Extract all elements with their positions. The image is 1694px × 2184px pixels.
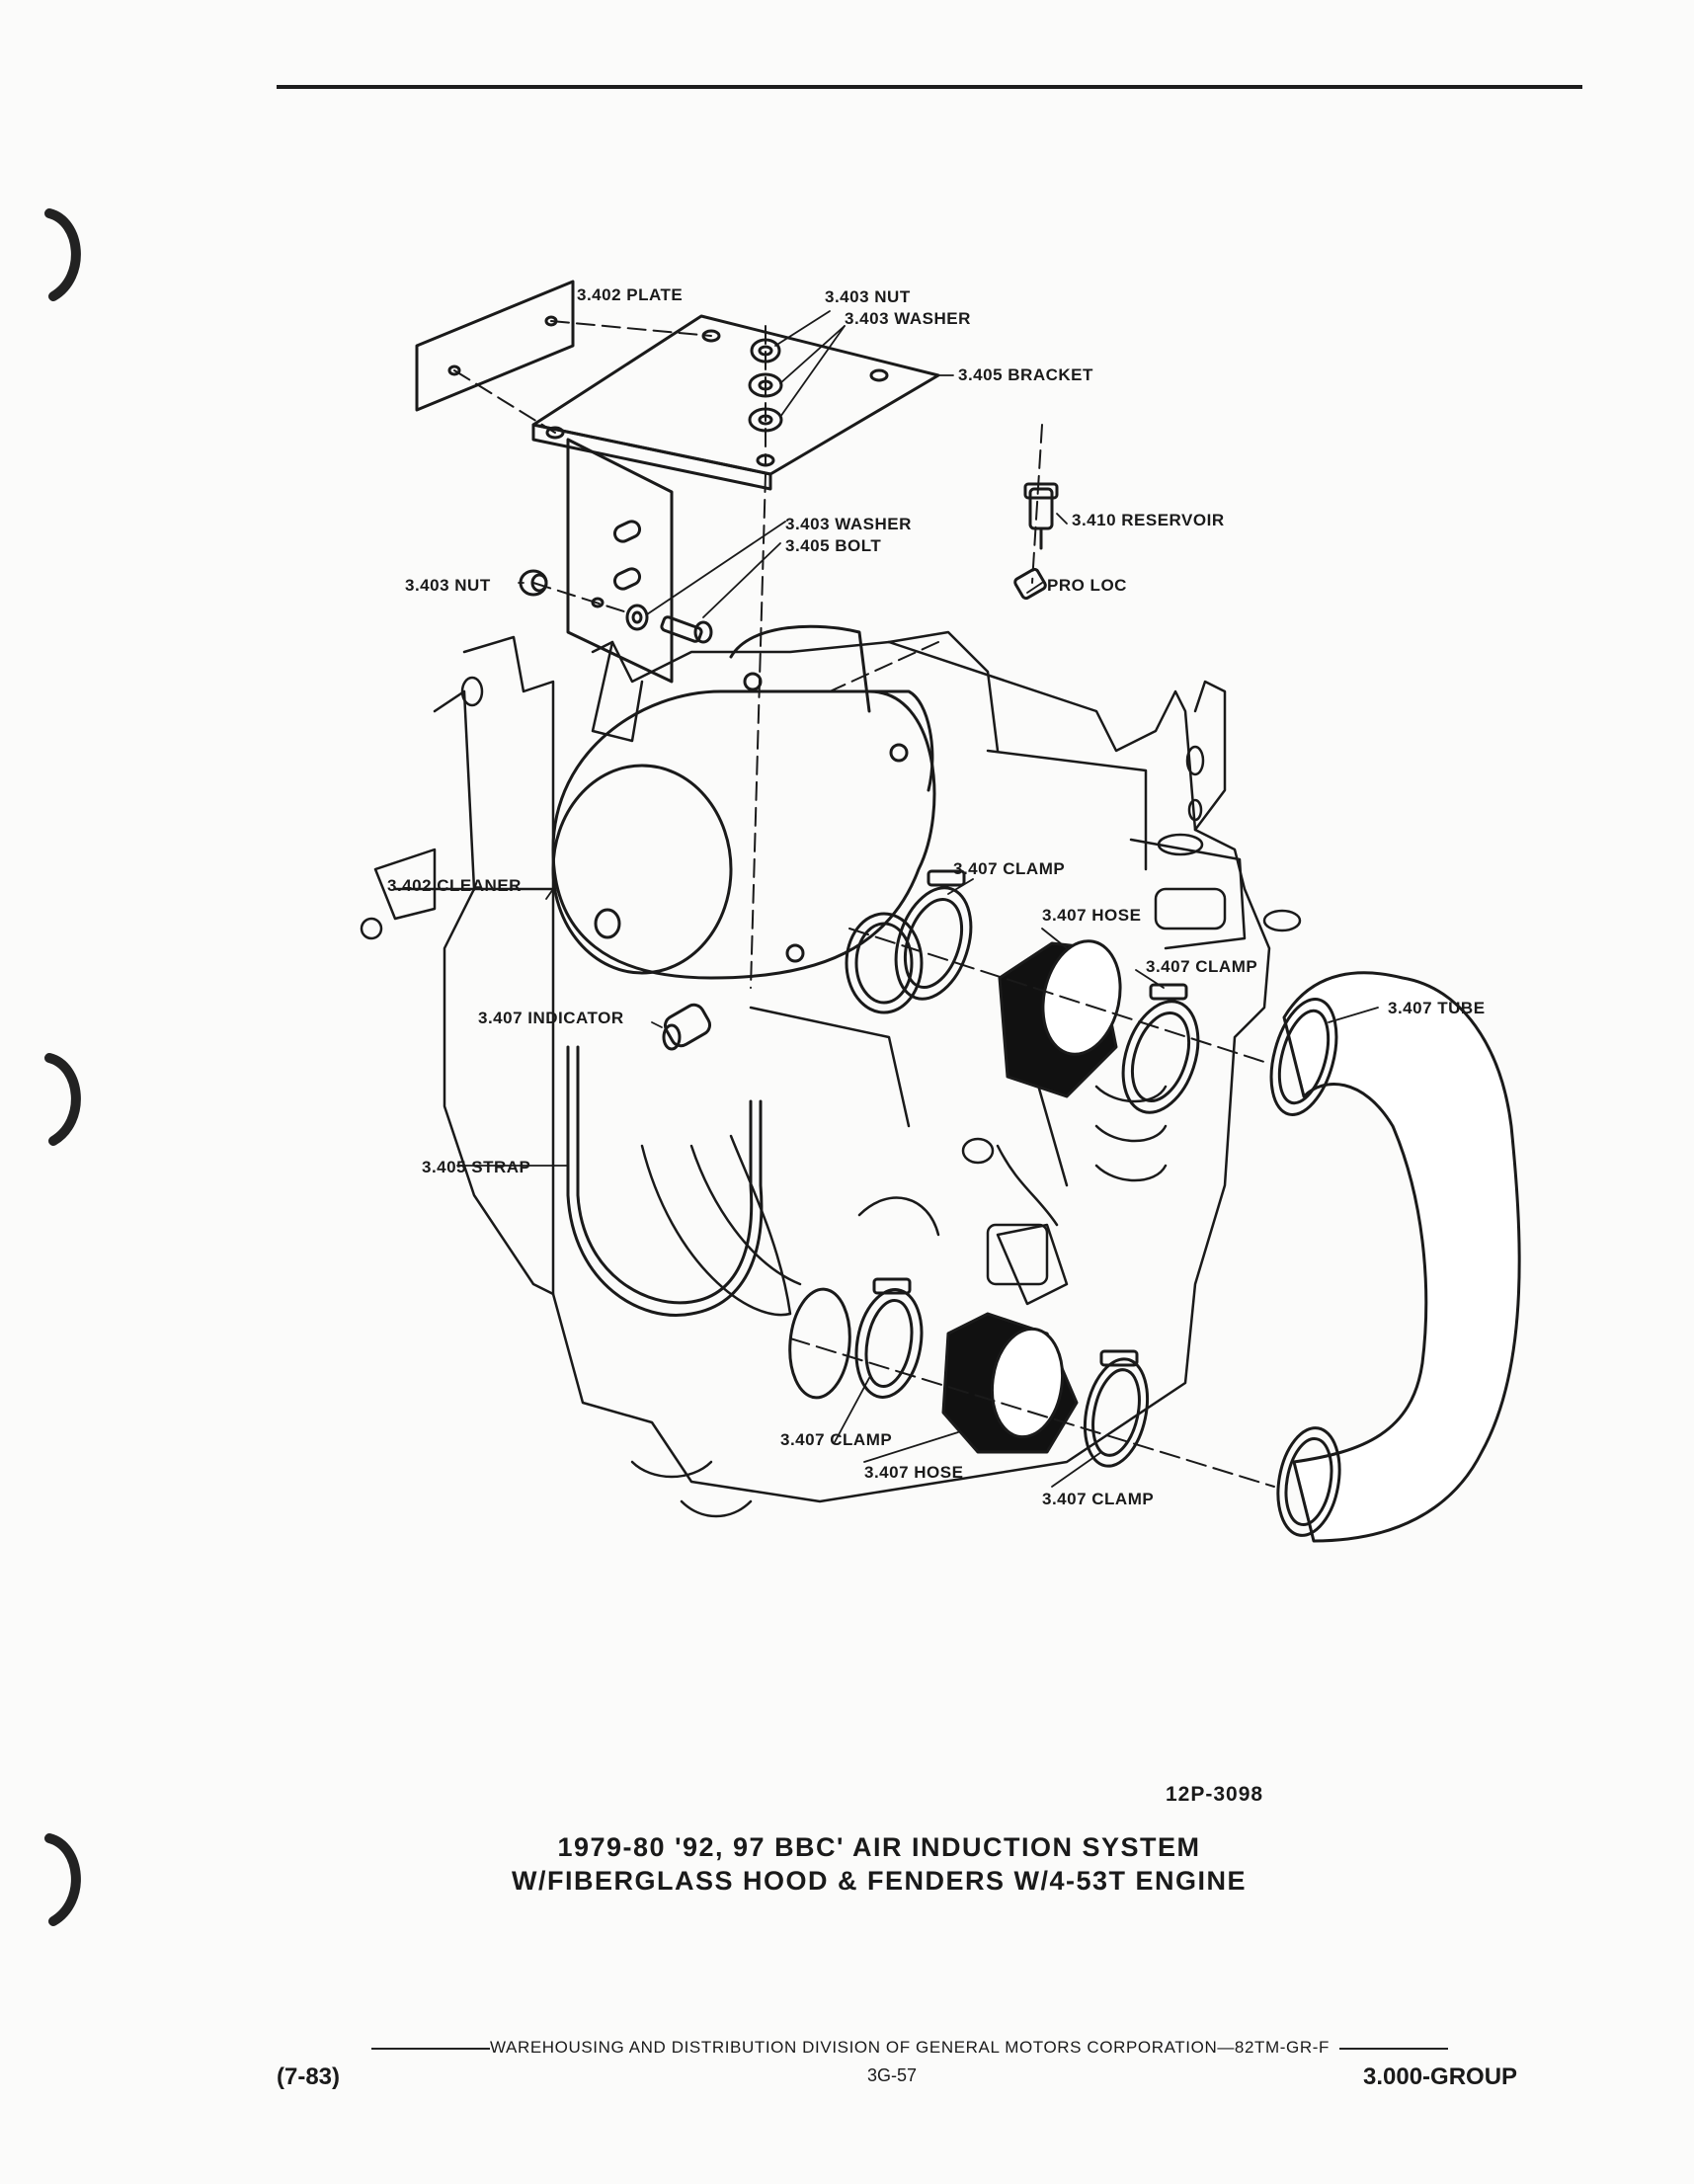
label-bolt: 3.405 BOLT [785, 536, 881, 555]
label-bracket: 3.405 BRACKET [958, 365, 1093, 384]
bracket-part [531, 314, 940, 684]
label-indicator: 3.407 INDICATOR [478, 1009, 624, 1027]
figure-number: 12P-3098 [1166, 1783, 1264, 1806]
label-cleaner: 3.402 CLEANER [387, 876, 522, 895]
label-clamp-4: 3.407 CLAMP [1042, 1490, 1154, 1508]
upper-clamps-hose [894, 869, 1200, 1114]
callout-labels: 3.402 PLATE 3.403 NUT 3.403 WASHER 3.405… [387, 285, 1486, 1508]
label-hose-1: 3.407 HOSE [1042, 906, 1141, 925]
label-hose-2: 3.407 HOSE [864, 1463, 963, 1482]
label-nut-top: 3.403 NUT [825, 287, 911, 306]
figure-caption: 1979-80 '92, 97 BBC' AIR INDUCTION SYSTE… [375, 1830, 1383, 1898]
label-washer-top: 3.403 WASHER [845, 309, 971, 328]
binder-hole-bottom [43, 1832, 91, 1927]
footer-rule-right [1338, 2047, 1448, 2050]
label-nut-left: 3.403 NUT [405, 576, 491, 595]
lower-clamps-hose [788, 1277, 1149, 1468]
caption-line-2: W/FIBERGLASS HOOD & FENDERS W/4-53T ENGI… [511, 1866, 1248, 1896]
caption-line-1: 1979-80 '92, 97 BBC' AIR INDUCTION SYSTE… [557, 1832, 1201, 1862]
footer-page-number: 3G-57 [867, 2065, 918, 2085]
air-cleaner-part [551, 624, 936, 1014]
footer-division-text: WAREHOUSING AND DISTRIBUTION DIVISION OF… [490, 2038, 1330, 2057]
label-plate: 3.402 PLATE [577, 285, 683, 304]
binder-hole-top [43, 207, 91, 302]
label-washer-mid: 3.403 WASHER [785, 515, 912, 533]
label-reservoir: 3.410 RESERVOIR [1072, 511, 1225, 529]
footer-group: 3.000-GROUP [1363, 2063, 1518, 2090]
footer-division-line: WAREHOUSING AND DISTRIBUTION DIVISION OF… [277, 2038, 1543, 2058]
tube-part [1269, 971, 1521, 1543]
footer-rule-left [371, 2047, 490, 2050]
plate-part [415, 280, 575, 412]
label-clamp-1: 3.407 CLAMP [953, 859, 1065, 878]
indicator-part [662, 1003, 712, 1051]
engine-block [360, 630, 1302, 1518]
binder-hole-middle [43, 1052, 91, 1147]
label-clamp-3: 3.407 CLAMP [780, 1430, 892, 1449]
left-fasteners [519, 569, 713, 644]
air-induction-diagram: 3.402 PLATE 3.403 NUT 3.403 WASHER 3.405… [360, 280, 1521, 1543]
strap-part [566, 1045, 764, 1317]
label-clamp-2: 3.407 CLAMP [1146, 957, 1257, 976]
nut-washer-stack [748, 338, 783, 433]
footer-date: (7-83) [277, 2063, 341, 2090]
reservoir-part [1013, 482, 1059, 601]
label-tube: 3.407 TUBE [1388, 999, 1486, 1017]
label-pro-loc: PRO LOC [1047, 576, 1127, 595]
top-rule [277, 85, 1582, 89]
label-strap: 3.405 STRAP [422, 1158, 530, 1176]
